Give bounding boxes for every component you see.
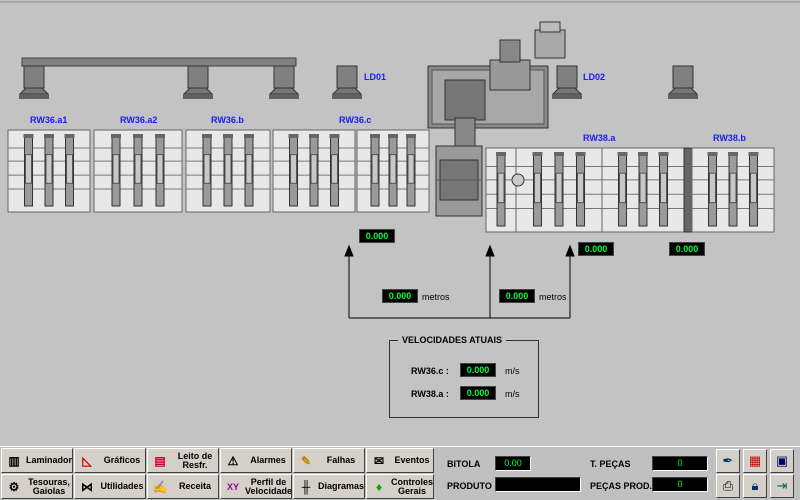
stand-label-rw36-a2: RW36.a2	[120, 115, 158, 125]
roller-table-rw38-entry	[485, 147, 517, 233]
distance-unit-2: metros	[539, 292, 567, 302]
pen-icon[interactable]: ✒	[716, 449, 740, 473]
rw36c-speed-value: 0.000	[460, 363, 496, 377]
xy-profile-icon: XY	[226, 481, 239, 492]
shears-icon: ⚙	[8, 479, 20, 494]
rw38a-speed-unit: m/s	[505, 389, 520, 399]
produto-value	[495, 477, 581, 492]
diagramas-button[interactable]: ╫Diagramas	[293, 474, 365, 499]
roller-table-rw36-b	[185, 129, 271, 213]
roller-table-rw36-a1	[7, 129, 91, 213]
sensor-wheel	[511, 173, 525, 187]
distance-unit-1: metros	[422, 292, 450, 302]
bitola-value: 0.00	[495, 456, 531, 471]
roller-table-rw36-c-1	[272, 129, 356, 213]
overhead-beam	[21, 57, 297, 67]
valve-icon: ⋈	[81, 479, 93, 494]
receita-button[interactable]: ✍Receita	[147, 474, 219, 499]
current-speeds-panel	[389, 340, 539, 418]
graficos-button[interactable]: ◺Gráficos	[74, 448, 146, 473]
eventos-button[interactable]: ✉Eventos	[366, 448, 434, 473]
lock-icon[interactable]: 🔒︎	[743, 474, 767, 498]
controls-icon: ♦	[375, 479, 383, 494]
rw38b-speed-display: 0.000	[669, 242, 705, 256]
rw36c-speed-display: 0.000	[359, 229, 395, 243]
rw38a-speed-value: 0.000	[460, 386, 496, 400]
rw36c-speed-unit: m/s	[505, 366, 520, 376]
roller-table-rw38-a-2	[601, 147, 685, 233]
recipe-icon: ✍	[152, 479, 168, 494]
separator-bar	[683, 147, 693, 233]
produced-pieces-label: PEÇAS PROD.	[590, 481, 653, 491]
falhas-button[interactable]: ✎Falhas	[293, 448, 365, 473]
produto-label: PRODUTO	[447, 481, 492, 491]
palette-icon[interactable]: ▦	[743, 449, 767, 473]
total-pieces-value: 0	[652, 456, 708, 471]
exit-icon[interactable]: ⇥	[770, 474, 794, 498]
bitola-label: BITOLA	[447, 459, 481, 469]
mill-schematic	[0, 1, 800, 319]
laminador-button[interactable]: ▥Laminador	[1, 448, 73, 473]
loader-label-ld01: LD01	[364, 72, 387, 82]
total-pieces-label: T. PEÇAS	[590, 459, 631, 469]
diagram-icon: ╫	[301, 479, 311, 494]
stand-label-rw36-c: RW36.c	[339, 115, 372, 125]
distance-display-1: 0.000	[382, 289, 418, 303]
printer-icon[interactable]: ⎙	[716, 474, 740, 498]
central-motor-machine	[427, 21, 566, 217]
tesouras-gaiolas-button[interactable]: ⚙Tesouras,Gaiolas	[1, 474, 73, 499]
current-speeds-title: VELOCIDADES ATUAIS	[398, 335, 507, 345]
alarmes-button[interactable]: ⚠Alarmes	[220, 448, 292, 473]
rw36c-speed-label: RW36.c :	[411, 366, 449, 376]
loader-label-ld02: LD02	[583, 72, 606, 82]
stand-label-rw38-a: RW38.a	[583, 133, 616, 143]
distance-display-2: 0.000	[499, 289, 535, 303]
hoist-units	[18, 65, 699, 99]
monitor-icon[interactable]: ▣	[770, 449, 794, 473]
roller-table-rw36-c-2	[356, 129, 430, 213]
alarm-icon: ⚠	[227, 453, 239, 468]
rw38a-speed-display: 0.000	[578, 242, 614, 256]
produced-pieces-value: 0	[652, 477, 708, 492]
rolling-mill-icon: ▥	[8, 453, 20, 468]
measurement-lines	[344, 244, 575, 319]
stand-label-rw36-a1: RW36.a1	[30, 115, 68, 125]
utilidades-button[interactable]: ⋈Utilidades	[74, 474, 146, 499]
rw38a-speed-label: RW38.a :	[411, 389, 449, 399]
roller-table-rw36-a2	[93, 129, 183, 213]
roller-table-rw38-b	[691, 147, 775, 233]
fault-icon: ✎	[300, 453, 312, 468]
roller-table-rw38-a-1	[515, 147, 603, 233]
stand-label-rw38-b: RW38.b	[713, 133, 746, 143]
cooling-bed-icon: ▤	[154, 453, 166, 468]
events-icon: ✉	[373, 453, 385, 468]
rw36-roller-tables	[7, 129, 430, 213]
stand-label-rw36-b: RW36.b	[211, 115, 244, 125]
chart-icon: ◺	[82, 453, 92, 468]
rw38-roller-tables	[485, 147, 775, 233]
